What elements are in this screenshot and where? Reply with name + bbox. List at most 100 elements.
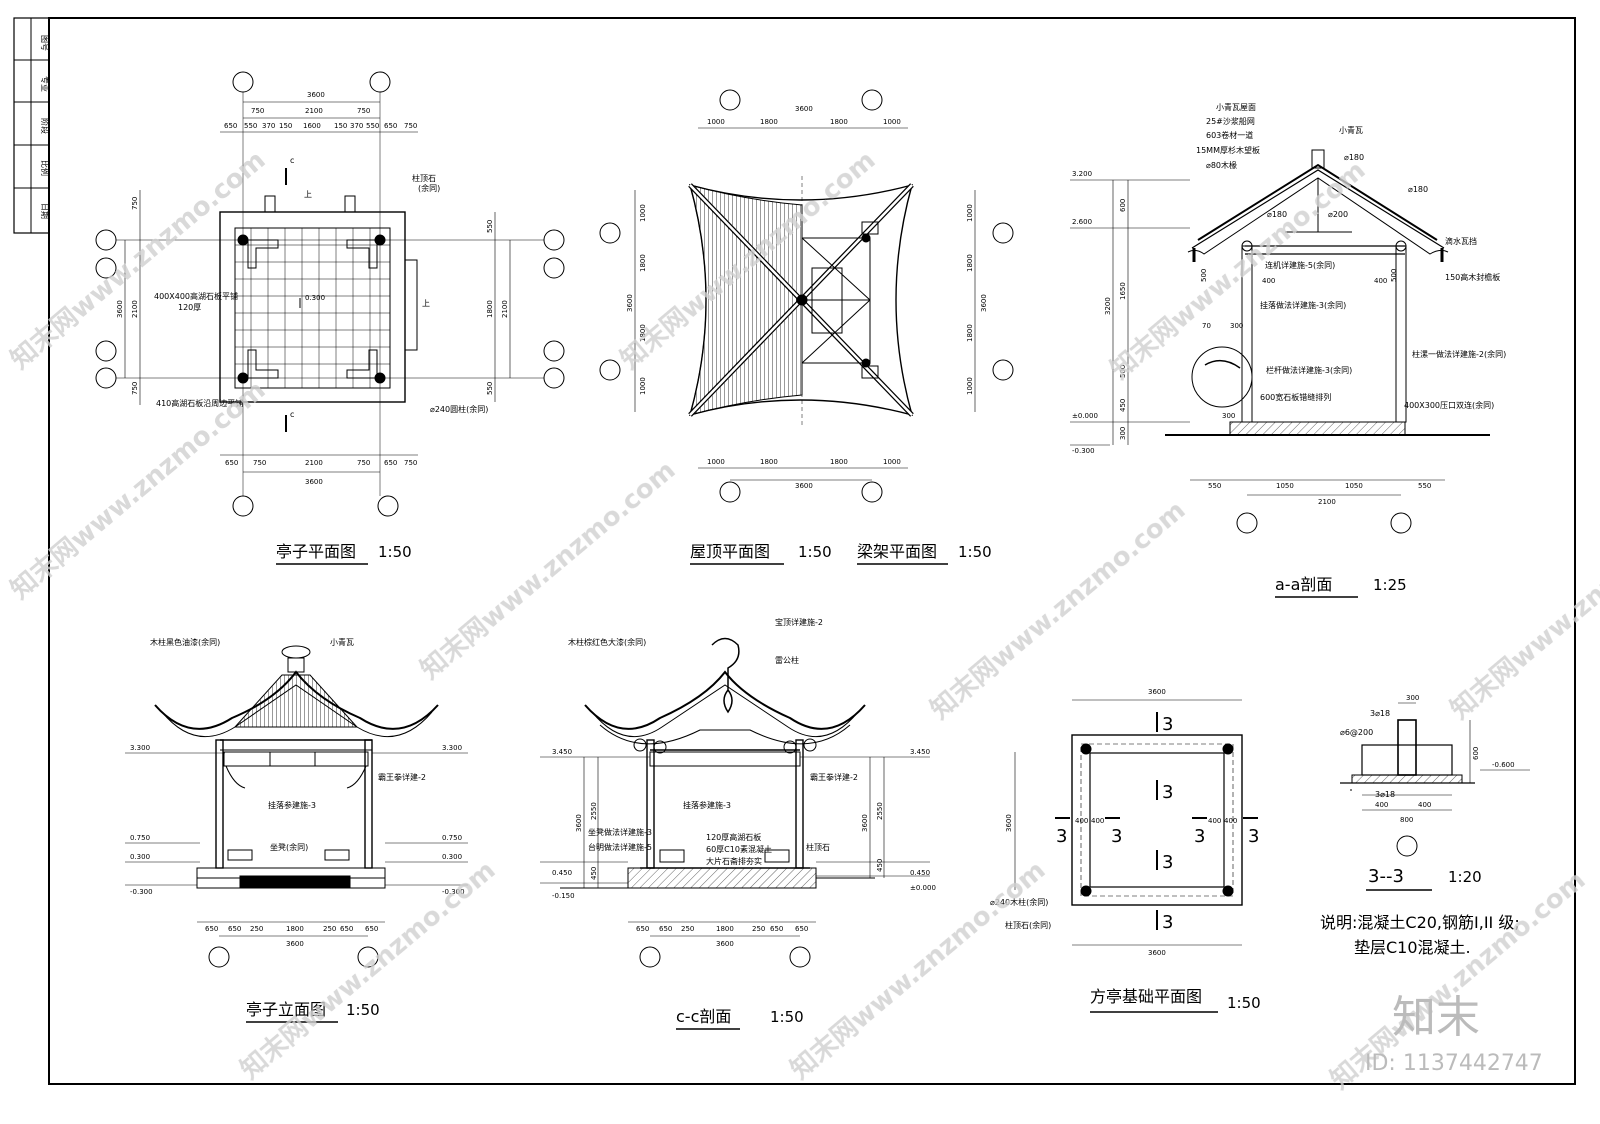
sa-mid: 栏杆做法详建施-3(余同) (1266, 365, 1352, 375)
sa-hdim: 300 (1230, 322, 1243, 330)
sa-label: ⌀80木椽 (1206, 160, 1237, 170)
dim-side-r: 750 (357, 107, 370, 115)
fd-dim: 400 (1091, 817, 1104, 825)
fd-dim: 3600 (1005, 814, 1013, 832)
sa-hdim: 400 (1374, 277, 1387, 285)
axis-bubble (992, 359, 1014, 381)
sc-label: 木柱棕红色大漆(余同) (568, 637, 646, 647)
roof-dim-total: 3600 (795, 482, 813, 490)
roof-dim-side: 1000 (639, 204, 647, 222)
sc-hdim-total: 3600 (716, 940, 734, 948)
sa-hdim: 550 (1208, 482, 1221, 490)
fd-dim: 3600 (1148, 949, 1166, 957)
axis-bubble (861, 89, 883, 111)
sa-hdim: 300 (1222, 412, 1235, 420)
elev-level: 3.300 (130, 744, 150, 752)
elev-level: 0.300 (130, 853, 150, 861)
fd-dim: 400 (1208, 817, 1221, 825)
sc-label: 挂落参建施-3 (683, 800, 731, 810)
sc-label: 雷公柱 (775, 655, 799, 665)
dim-bottom: 2100 (305, 459, 323, 467)
sc-level: -0.150 (552, 892, 575, 900)
scale-section-c: 1:50 (770, 1008, 804, 1026)
label-stone-paving: 400X400高湖石板平铺 (154, 291, 238, 301)
watermark-id: ID: 1137442747 (1365, 1051, 1543, 1076)
section-mark-bottom: c (290, 410, 294, 419)
elev-dim: 250 (250, 925, 263, 933)
axis-bubble (599, 222, 621, 244)
sc-vdim: 2550 (876, 802, 884, 820)
fd-mark: 3 (1194, 826, 1205, 847)
sa-hdim: 550 (1418, 482, 1431, 490)
dim-bottom: 750 (404, 459, 417, 467)
watermark-site: 知末网www.znzmo.com (5, 375, 271, 605)
sc-hdim: 250 (752, 925, 765, 933)
fd-dim: 400 (1075, 817, 1088, 825)
roof-dim-side: 1800 (639, 324, 647, 342)
dim-inner: 2100 (305, 107, 323, 115)
sc-hdim: 650 (636, 925, 649, 933)
label-same: (余同) (418, 183, 440, 193)
roof-dim-side-r: 1000 (966, 377, 974, 395)
pavilion-plan-text: 3600 750 2100 750 650 550 370 150 1600 1… (116, 91, 509, 486)
sa-label: 25#沙浆船网 (1206, 116, 1255, 126)
elev-dim-total: 3600 (286, 940, 304, 948)
fd-dim: 400 (1224, 817, 1237, 825)
axis-bubble (719, 89, 741, 111)
sa-col: 400X300压口双连(余同) (1404, 400, 1494, 410)
elev-level-r: 0.300 (442, 853, 462, 861)
outer-frame (48, 17, 1576, 1085)
sa-vdim: 3200 (1104, 297, 1112, 315)
label-edge-stone: 410高湖石板沿周边平铺 (156, 398, 243, 408)
elev-level: 0.750 (130, 834, 150, 842)
pavilion-elevation (125, 645, 468, 968)
elev-label: 木柱黑色油漆(余同) (150, 637, 220, 647)
elev-dim: 650 (340, 925, 353, 933)
dim-sub: 550 (366, 122, 379, 130)
dim-bottom-total: 3600 (305, 478, 323, 486)
axis-bubble (789, 946, 811, 968)
sa-right-label: ⌀180 (1408, 185, 1428, 194)
sa-level: 3.200 (1072, 170, 1092, 178)
title-block: 图号 专业 阶段 比例 日期 (13, 17, 50, 234)
watermark-site: 知末网www.znzmo.com (235, 855, 501, 1085)
section-a-text: 小青瓦屋面 25#沙浆船网 603卷材一道 15MM厚杉木望板 ⌀80木椽 小青… (1072, 102, 1506, 506)
sa-label: 15MM厚杉木望板 (1196, 145, 1260, 155)
pavilion-elevation-text: 木柱黑色油漆(余同) 小青瓦 霸王拳详建-2 挂落参建施-3 坐凳(余同) 3.… (130, 637, 465, 948)
sc-label: 坐凳做法详建施-3 (588, 827, 652, 837)
sc-hdim: 250 (681, 925, 694, 933)
roof-dim-side-r: 1000 (966, 204, 974, 222)
title-plan: 亭子平面图 (276, 542, 356, 561)
dim-left: 750 (131, 382, 139, 395)
det-dim: 300 (1406, 694, 1419, 702)
fd-mark: 3 (1111, 826, 1122, 847)
title-roof: 屋顶平面图 (690, 542, 770, 561)
sc-label: 台明做法详建施-5 (588, 842, 652, 852)
fd-mark: 3 (1162, 852, 1173, 873)
dim-bottom: 650 (384, 459, 397, 467)
sa-label: 小青瓦屋面 (1216, 102, 1256, 112)
sa-mid: 600宽石板错缝排列 (1260, 392, 1331, 402)
dim-sub: 150 (334, 122, 347, 130)
dim-right: 550 (486, 220, 494, 233)
roof-dim: 1000 (707, 458, 725, 466)
roof-dim: 1800 (760, 458, 778, 466)
scale-plan: 1:50 (378, 543, 412, 561)
sa-label: 603卷材一道 (1206, 130, 1253, 140)
roof-dim: 1800 (830, 458, 848, 466)
fd-mark: 3 (1056, 826, 1067, 847)
sc-label: 霸王拳详建-2 (810, 772, 858, 782)
note-line-1: 说明:混凝土C20,钢筋I,II 级; (1320, 913, 1520, 932)
watermark-site: 知末网www.znzmo.com (1105, 155, 1371, 385)
note-line-2: 垫层C10混凝土. (1354, 938, 1471, 957)
roof-dim-left: 3600 (626, 294, 634, 312)
sa-mid: 连机详建施-5(余同) (1265, 260, 1335, 270)
title-block-cell-3: 阶段 (40, 118, 50, 134)
dim-side: 750 (251, 107, 264, 115)
label-level: 0.300 (305, 294, 325, 302)
sa-mid: ⌀180 (1267, 210, 1287, 219)
dim-total: 3600 (307, 91, 325, 99)
section-a (1070, 149, 1490, 534)
sa-right-label: 150高木封檐板 (1445, 272, 1500, 282)
